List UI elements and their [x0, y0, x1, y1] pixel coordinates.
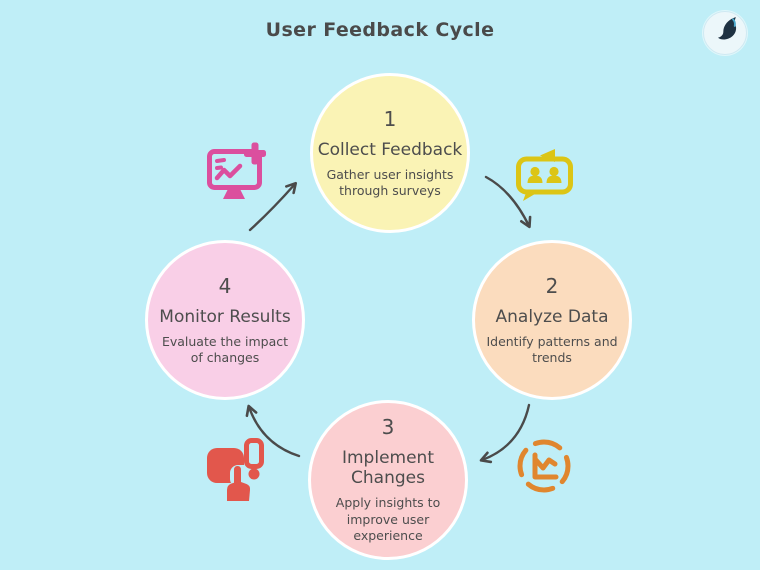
- bird-icon: [710, 16, 740, 50]
- step-circle-3: 3 Implement Changes Apply insights to im…: [308, 400, 468, 560]
- step-description: Gather user insights through surveys: [326, 166, 454, 199]
- feedback-users-icon: [514, 148, 574, 206]
- step-description: Identify patterns and trends: [486, 333, 618, 366]
- step-number: 2: [545, 273, 559, 298]
- analytics-chart-icon: [512, 436, 576, 502]
- monitor-health-icon: [205, 142, 267, 208]
- step-title: Implement Changes: [341, 448, 434, 489]
- step-description: Evaluate the impact of changes: [161, 333, 289, 366]
- devices-touch-icon: [204, 437, 264, 505]
- page-title: User Feedback Cycle: [265, 19, 495, 41]
- step-title: Monitor Results: [159, 306, 291, 327]
- step-title: Collect Feedback: [317, 139, 463, 160]
- step-circle-4: 4 Monitor Results Evaluate the impact of…: [145, 240, 305, 400]
- step-circle-2: 2 Analyze Data Identify patterns and tre…: [472, 240, 632, 400]
- step-number: 4: [218, 273, 232, 298]
- step-number: 1: [383, 106, 397, 131]
- step-number: 3: [381, 415, 395, 440]
- step-circle-1: 1 Collect Feedback Gather user insights …: [310, 73, 470, 233]
- step-description: Apply insights to improve user experienc…: [335, 495, 441, 544]
- brand-logo: [703, 11, 747, 55]
- step-title: Analyze Data: [495, 306, 609, 327]
